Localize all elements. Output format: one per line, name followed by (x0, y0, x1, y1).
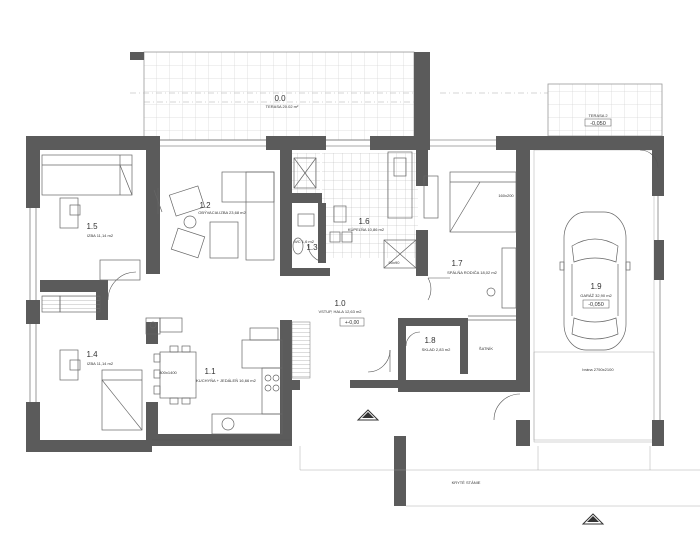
room-numbers: 0.0 1.0 1.1 1.2 1.3 1.4 1.5 1.6 1.7 1.8 … (86, 94, 602, 376)
living-room-furniture (153, 171, 275, 261)
room-number: 1.0 (334, 299, 346, 308)
doors (107, 149, 659, 421)
room-name: KUCHYŇA + JEDÁLEŇ 16,66 m2 (196, 378, 256, 383)
garage-door-size: brána 2750x2100 (582, 367, 614, 372)
room-name: SKLAD 2,83 m2 (422, 347, 451, 352)
room-number: 1.6 (358, 217, 370, 226)
room-1-5-furniture (41, 154, 141, 281)
kitchen-furniture (145, 317, 283, 435)
terrace-2-deck (440, 83, 663, 137)
bed-size: 160x200 (498, 193, 514, 198)
terrace-2-label: TERASA 2 (588, 113, 608, 118)
room-number: 1.7 (451, 259, 463, 268)
dressing-label: ŠATNÍK (479, 346, 493, 351)
annotations: TERASA 2 -0,050 -0,050 +-0,00 160x200 90… (159, 113, 614, 485)
walls (26, 52, 664, 506)
entry-triangle-icon (356, 409, 380, 421)
triangle-marker-icon (581, 513, 605, 525)
room-name: SPÁLŇA RODIČA 18,02 m2 (447, 270, 498, 275)
covered-parking-outline (299, 446, 700, 507)
room-name: IZBA 11,14 m2 (87, 233, 114, 238)
room-name: TERASA 20.02 m² (266, 104, 299, 109)
room-number: 1.3 (306, 243, 318, 252)
entry-triangle-fill-icon (362, 412, 374, 418)
bedroom-furniture (423, 171, 517, 321)
room-name: GARÁŽ 32,90 m2 (580, 293, 612, 298)
room-number: 1.9 (590, 282, 602, 291)
room-name: WC 1,6 m2 (294, 239, 315, 244)
room-number: 1.1 (204, 367, 216, 376)
bathroom-fixtures (292, 151, 417, 269)
room-names: TERASA 20.02 m² VSTUP, HALA 12,63 m2 KUC… (87, 104, 613, 383)
garage-level: -0,050 (588, 302, 604, 308)
room-number: 1.4 (86, 350, 98, 359)
room-name: IZBA 11,14 m2 (87, 361, 114, 366)
room-name: OBÝVACIA IZBA 23,68 m2 (198, 210, 246, 215)
room-number: 1.2 (199, 201, 211, 210)
terrace-2-level: -0,050 (590, 121, 606, 127)
room-name: KÚPEĽŇA 10,86 m2 (348, 227, 385, 232)
bathroom-tiles (322, 153, 418, 258)
window-size: 800x1400 (159, 370, 177, 375)
room-1-4-furniture (41, 295, 143, 431)
room-number: 1.5 (86, 222, 98, 231)
terrace-2-level-box (584, 118, 612, 127)
shower-size: 90x90 (389, 260, 401, 265)
terrace-deck (130, 51, 430, 141)
car-icon (559, 211, 631, 351)
room-name: VSTUP, HALA 12,63 m2 (318, 309, 362, 314)
hall-level: +-0,00 (345, 320, 360, 326)
room-number: 1.8 (424, 336, 436, 345)
hall-step (291, 321, 311, 379)
windows (29, 139, 661, 441)
room-number: 0.0 (274, 94, 286, 103)
hall-level-box (339, 317, 365, 327)
covered-parking-label: KRYTÉ STÁNIE (452, 480, 481, 485)
